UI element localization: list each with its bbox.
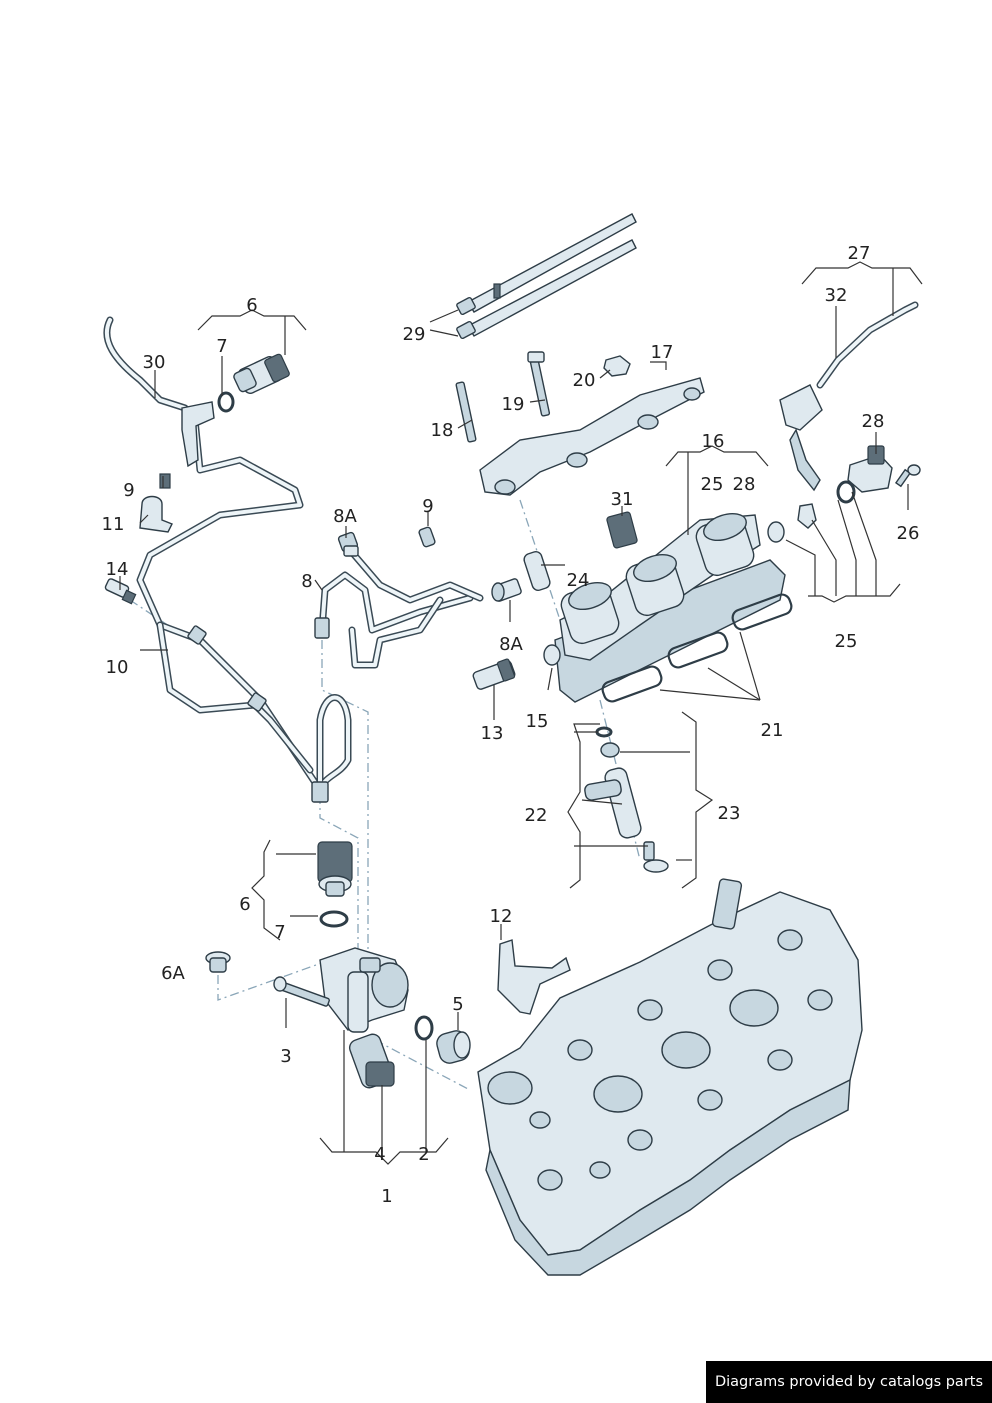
bolt-9-mid (418, 526, 436, 548)
callout-3: 3 (280, 1046, 291, 1067)
union-fitting-8a-lower (491, 578, 522, 602)
sleeve-24 (523, 551, 551, 591)
pressure-sensor-lower (317, 841, 353, 897)
callout-1: 1 (381, 1186, 392, 1207)
callout-9-left: 9 (123, 480, 134, 501)
high-pressure-lines (314, 546, 484, 669)
cylinder-head (477, 878, 863, 1276)
fuel-rail-assembly-16 (543, 513, 786, 703)
roller-tappet-5 (436, 1030, 471, 1064)
gaskets-21 (601, 593, 793, 703)
callout-18: 18 (431, 420, 454, 441)
bolt-9-left (159, 473, 171, 489)
callout-20: 20 (573, 370, 596, 391)
callout-32: 32 (825, 285, 848, 306)
o-ring-2 (414, 1015, 434, 1041)
callout-31: 31 (611, 489, 634, 510)
callout-6-lower: 6 (239, 894, 250, 915)
callout-labels: 1 2 3 4 5 6 6 6A 7 7 8 8A 8A 9 9 10 11 1… (102, 243, 920, 1207)
temperature-sender-14 (104, 578, 137, 605)
seal-25-b (797, 503, 817, 529)
seal-25-a (767, 521, 785, 543)
callout-29: 29 (403, 324, 426, 345)
callout-25-bottom: 25 (835, 631, 858, 652)
callout-14: 14 (106, 559, 129, 580)
fuel-line-pipe (103, 316, 352, 803)
callout-24: 24 (567, 570, 590, 591)
plug-6a (205, 951, 231, 973)
callout-21: 21 (761, 720, 784, 741)
callout-28-top: 28 (733, 474, 756, 495)
callout-8: 8 (301, 571, 312, 592)
callout-28-sensor: 28 (862, 411, 885, 432)
callout-25-top: 25 (701, 474, 724, 495)
o-ring-lower (319, 910, 349, 928)
pressure-sensor-top (233, 353, 290, 394)
callout-26: 26 (897, 523, 920, 544)
damper-31 (606, 511, 638, 549)
bracket-12 (497, 939, 571, 1015)
callout-8a-top: 8A (333, 506, 357, 527)
injector-22-23 (584, 726, 669, 873)
callout-30: 30 (143, 352, 166, 373)
callout-2: 2 (418, 1144, 429, 1165)
callout-6a: 6A (161, 963, 185, 984)
bolt-3 (273, 976, 330, 1007)
nut-20 (603, 355, 631, 377)
callout-7-lower: 7 (274, 922, 285, 943)
cable-ties (456, 213, 637, 340)
callout-23: 23 (718, 803, 741, 824)
high-pressure-pump (319, 947, 409, 1089)
bolt-19 (527, 351, 551, 417)
callout-6-top: 6 (246, 295, 257, 316)
bolt-26 (894, 464, 921, 488)
callout-19: 19 (502, 394, 525, 415)
callout-5: 5 (452, 994, 463, 1015)
leader-lines (119, 261, 923, 1165)
callout-16: 16 (702, 431, 725, 452)
callout-12: 12 (490, 906, 513, 927)
o-ring-top (217, 391, 235, 413)
fuel-line-bracket (181, 401, 215, 468)
vacuum-actuator (779, 301, 919, 492)
seal-25-c (836, 480, 856, 504)
callout-11: 11 (102, 514, 125, 535)
pipe-clamp (139, 495, 173, 533)
sensor-28 (847, 445, 893, 493)
support-bracket-17 (479, 377, 705, 496)
union-fitting-8a-top (337, 531, 359, 557)
callout-13: 13 (481, 723, 504, 744)
callout-8a-lower: 8A (499, 634, 523, 655)
credit-banner: Diagrams provided by catalogs parts (706, 1361, 992, 1403)
callout-7-top: 7 (216, 336, 227, 357)
callout-17: 17 (651, 342, 674, 363)
callout-9-mid: 9 (422, 496, 433, 517)
callout-27: 27 (848, 243, 871, 264)
stud-18 (455, 381, 477, 443)
sensor-13 (472, 658, 516, 690)
callout-22: 22 (525, 805, 548, 826)
callout-4: 4 (374, 1144, 385, 1165)
callout-10: 10 (106, 657, 129, 678)
callout-15: 15 (526, 711, 549, 732)
